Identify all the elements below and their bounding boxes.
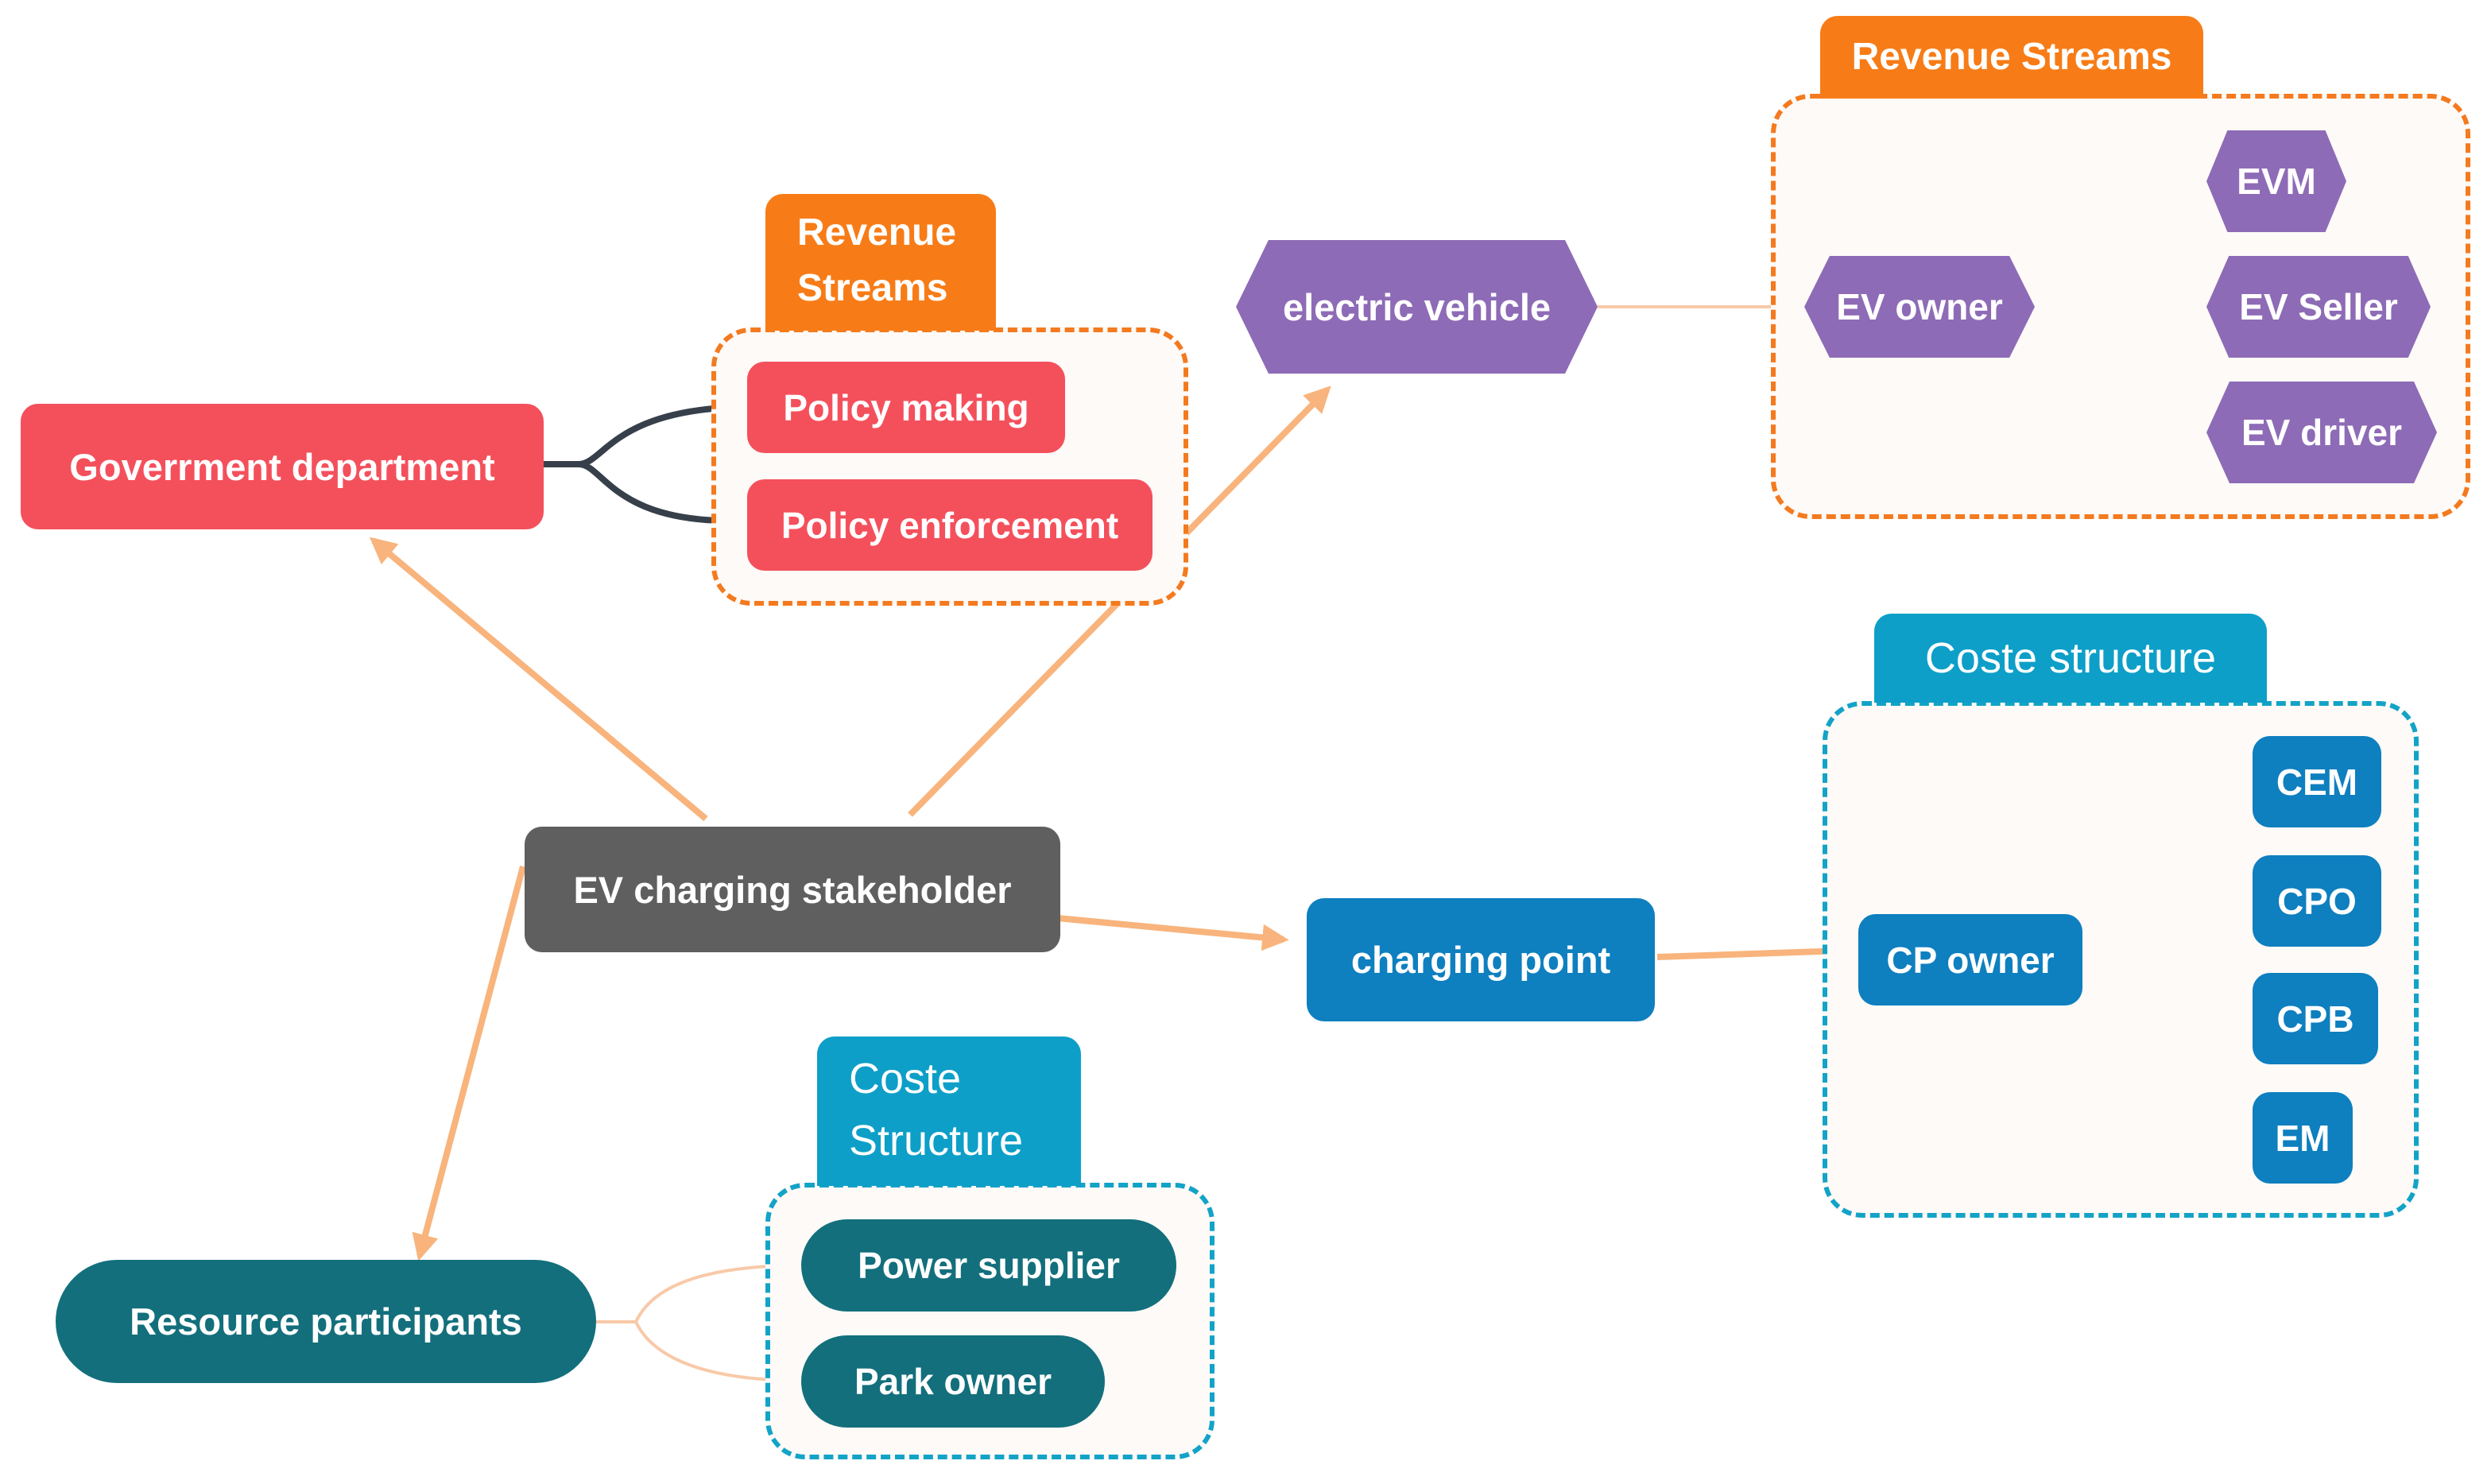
tab-text-line-2: Structure <box>849 1117 1024 1165</box>
em-node: EM <box>2253 1092 2353 1184</box>
node-label: Goverrment department <box>69 445 495 488</box>
node-label: EM <box>2275 1117 2330 1159</box>
government-branch <box>544 404 744 525</box>
node-label: CPO <box>2277 880 2357 922</box>
node-label: EV Seller <box>2239 286 2398 327</box>
tab-text: Coste structure <box>1924 634 2217 682</box>
arrow-to-government <box>369 537 708 822</box>
node-label: CP owner <box>1886 939 2055 981</box>
tab-text: Revenue Streams <box>1851 36 2172 79</box>
revenue-streams-tab-left: Revenue Streams <box>765 194 996 331</box>
evm-node: EVM <box>2206 130 2346 232</box>
coste-structure-tab-bottom: Coste Structure <box>817 1036 1081 1186</box>
park-owner-node: Park owner <box>801 1335 1105 1428</box>
node-label: electric vehicle <box>1282 285 1552 328</box>
revenue-streams-tab-right: Revenue Streams <box>1820 16 2203 99</box>
cp-owner-node: CP owner <box>1858 914 2082 1005</box>
arrow-to-charging-point <box>1056 915 1289 951</box>
power-supplier-node: Power supplier <box>801 1219 1176 1312</box>
arrow-to-cp-owner <box>1656 938 1850 965</box>
cpb-node: CPB <box>2253 973 2378 1064</box>
node-label: EVM <box>2237 161 2316 202</box>
node-label: CEM <box>2276 761 2358 803</box>
charging-point-node: charging point <box>1307 898 1655 1021</box>
node-label: Policy enforcement <box>781 504 1119 546</box>
tab-text-line-2: Streams <box>797 266 948 309</box>
node-label: CPB <box>2276 998 2354 1040</box>
resource-participants-node: Resource participants <box>56 1260 596 1383</box>
coste-structure-tab-right: Coste structure <box>1874 614 2267 703</box>
tab-text-line-1: Revenue <box>797 211 957 254</box>
node-label: EV owner <box>1836 286 2003 327</box>
node-label: EV driver <box>2241 412 2402 453</box>
node-label: Power supplier <box>858 1245 1120 1286</box>
ev-owner-node: EV owner <box>1804 256 2035 358</box>
node-label: Policy making <box>783 386 1029 428</box>
electric-vehicle-node: electric vehicle <box>1236 240 1598 374</box>
policy-enforcement-node: Policy enforcement <box>747 479 1153 571</box>
node-label: Park owner <box>854 1361 1052 1402</box>
node-label: EV charging stakeholder <box>573 868 1012 911</box>
node-label: Resource participants <box>130 1300 522 1343</box>
node-label: charging point <box>1350 939 1611 981</box>
government-department-node: Goverrment department <box>21 404 544 529</box>
arrow-to-resource-participants <box>412 865 526 1261</box>
cem-node: CEM <box>2253 736 2381 827</box>
tab-text-line-1: Coste <box>849 1055 962 1102</box>
cpo-node: CPO <box>2253 855 2381 947</box>
ev-seller-node: EV Seller <box>2206 256 2431 358</box>
ev-driver-node: EV driver <box>2206 382 2437 483</box>
ev-charging-stakeholder-node: EV charging stakeholder <box>525 827 1060 952</box>
policy-making-node: Policy making <box>747 362 1065 453</box>
